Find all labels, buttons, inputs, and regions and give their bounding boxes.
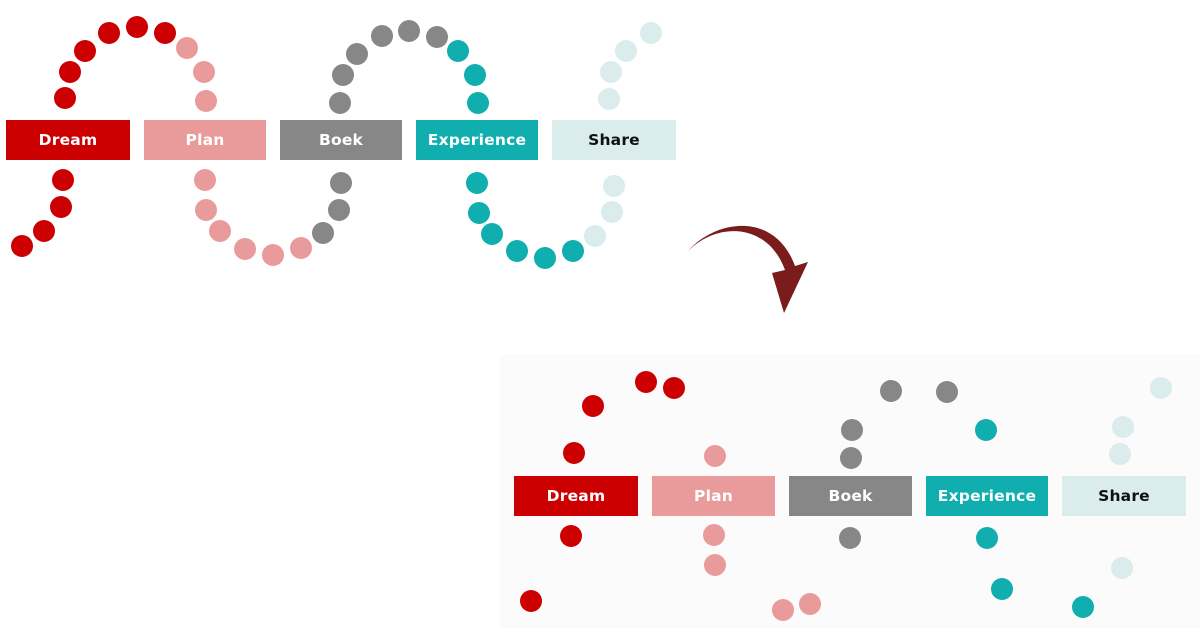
wave-dot xyxy=(11,235,33,257)
stage-share-top: Share xyxy=(552,120,676,160)
wave-dot xyxy=(991,578,1013,600)
wave-dot xyxy=(841,419,863,441)
stage-plan-bottom: Plan xyxy=(652,476,775,516)
wave-dot xyxy=(290,237,312,259)
wave-dot xyxy=(520,590,542,612)
wave-dot xyxy=(176,37,198,59)
curved-arrow-down-right-icon xyxy=(688,225,808,313)
wave-dot xyxy=(467,92,489,114)
wave-dot xyxy=(772,599,794,621)
wave-dot xyxy=(481,223,503,245)
wave-dot xyxy=(330,172,352,194)
wave-dot xyxy=(52,169,74,191)
wave-dot xyxy=(976,527,998,549)
wave-dot xyxy=(704,445,726,467)
stage-label: Boek xyxy=(828,487,873,505)
wave-dot xyxy=(603,175,625,197)
wave-dot xyxy=(74,40,96,62)
wave-dot xyxy=(936,381,958,403)
dotted-wave-top xyxy=(11,16,662,269)
stage-label: Experience xyxy=(937,487,1037,505)
wave-dot xyxy=(33,220,55,242)
wave-dot xyxy=(126,16,148,38)
wave-dot xyxy=(59,61,81,83)
stage-experience-bottom: Experience xyxy=(926,476,1048,516)
wave-dot xyxy=(346,43,368,65)
stage-label: Boek xyxy=(318,131,364,149)
wave-dot xyxy=(154,22,176,44)
wave-dot xyxy=(562,240,584,262)
wave-dot xyxy=(880,380,902,402)
wave-dot xyxy=(193,61,215,83)
wave-dot xyxy=(703,524,725,546)
wave-dot xyxy=(234,238,256,260)
stage-dream-bottom: Dream xyxy=(514,476,638,516)
wave-dot xyxy=(328,199,350,221)
wave-dot xyxy=(194,169,216,191)
wave-diagram-continuous: Dream Plan Boek Experience Share xyxy=(0,0,700,280)
wave-dot xyxy=(195,90,217,112)
stage-label: Share xyxy=(1098,487,1150,505)
wave-dot xyxy=(839,527,861,549)
stage-label: Plan xyxy=(694,487,733,505)
wave-dot xyxy=(1109,443,1131,465)
wave-dot xyxy=(54,87,76,109)
wave-dot xyxy=(98,22,120,44)
wave-dot xyxy=(799,593,821,615)
stage-share-bottom: Share xyxy=(1062,476,1186,516)
wave-dot xyxy=(598,88,620,110)
wave-dot xyxy=(464,64,486,86)
wave-dot xyxy=(312,222,334,244)
wave-dot xyxy=(398,20,420,42)
wave-dot xyxy=(506,240,528,262)
stage-label: Dream xyxy=(546,487,606,505)
stage-dream-top: Dream xyxy=(6,120,130,160)
wave-dot xyxy=(975,419,997,441)
wave-dot xyxy=(426,26,448,48)
dotted-wave-bottom xyxy=(520,371,1172,621)
wave-dot xyxy=(640,22,662,44)
wave-dot xyxy=(615,40,637,62)
wave-dot xyxy=(1112,416,1134,438)
wave-dot xyxy=(329,92,351,114)
stage-label: Share xyxy=(588,131,640,149)
wave-dot xyxy=(262,244,284,266)
stage-plan-top: Plan xyxy=(144,120,266,160)
wave-dot xyxy=(209,220,231,242)
wave-dot xyxy=(534,247,556,269)
stage-boek-bottom: Boek xyxy=(789,476,912,516)
wave-dot xyxy=(195,199,217,221)
wave-dot xyxy=(600,61,622,83)
stage-experience-top: Experience xyxy=(416,120,538,160)
wave-dot xyxy=(371,25,393,47)
wave-dot xyxy=(332,64,354,86)
stage-label: Experience xyxy=(427,131,527,149)
wave-dot xyxy=(563,442,585,464)
stage-label: Dream xyxy=(38,131,98,149)
wave-dot xyxy=(582,395,604,417)
wave-dot xyxy=(468,202,490,224)
wave-diagram-sparse: Dream Plan Boek Experience Share xyxy=(500,355,1200,628)
wave-dot xyxy=(704,554,726,576)
stage-boek-top: Boek xyxy=(280,120,402,160)
wave-dot xyxy=(466,172,488,194)
wave-dot xyxy=(560,525,582,547)
wave-dot xyxy=(50,196,72,218)
wave-dot xyxy=(1111,557,1133,579)
wave-dot xyxy=(1150,377,1172,399)
wave-dot xyxy=(1072,596,1094,618)
wave-dot xyxy=(840,447,862,469)
wave-dot xyxy=(635,371,657,393)
wave-dot xyxy=(601,201,623,223)
wave-dot xyxy=(447,40,469,62)
stage-label: Plan xyxy=(185,131,225,149)
wave-dot xyxy=(663,377,685,399)
wave-dot xyxy=(584,225,606,247)
